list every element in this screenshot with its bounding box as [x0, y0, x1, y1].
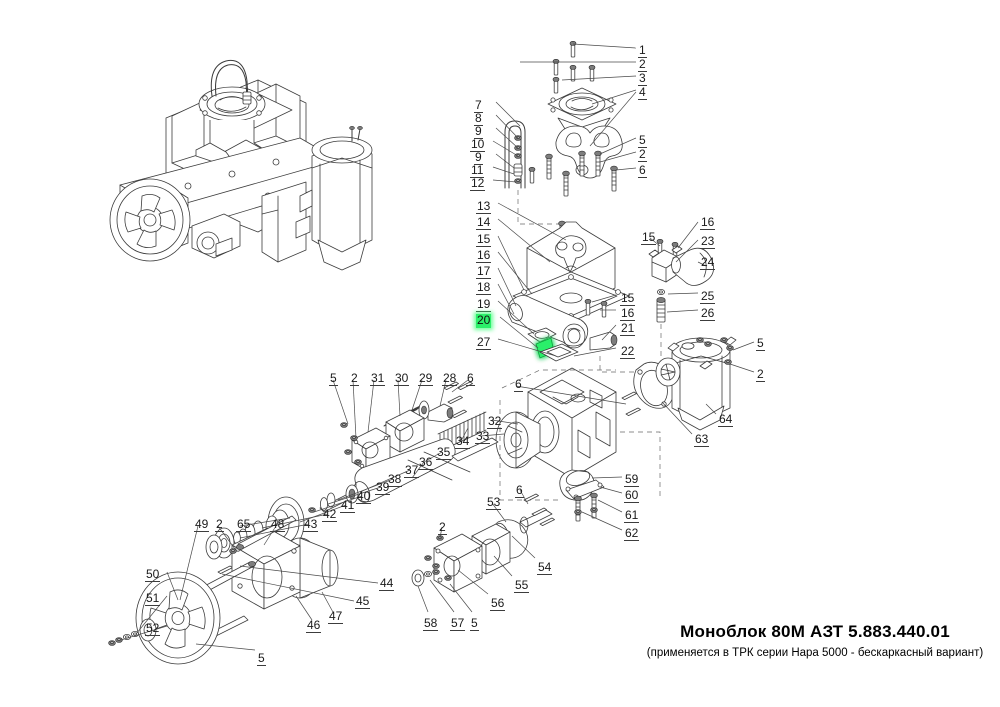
- callout-c57[interactable]: 44: [379, 576, 395, 591]
- callout-c40[interactable]: 31: [370, 371, 386, 386]
- callout-c20[interactable]: 18: [476, 280, 492, 295]
- callout-c49[interactable]: 36: [418, 455, 434, 470]
- callout-c23[interactable]: 27: [476, 335, 492, 350]
- callout-c11[interactable]: 10: [470, 137, 486, 152]
- callout-c22[interactable]: 20: [476, 313, 492, 328]
- callout-c15[interactable]: 13: [476, 199, 492, 214]
- callout-c35[interactable]: 2: [756, 367, 765, 382]
- callout-c79[interactable]: 60: [624, 488, 640, 503]
- callout-c63[interactable]: 2: [215, 517, 224, 532]
- title-block: Моноблок 80М АЗТ 5.883.440.01 (применяет…: [640, 622, 990, 659]
- callout-c76[interactable]: 57: [450, 616, 466, 631]
- callout-c55[interactable]: 42: [322, 507, 338, 522]
- callout-c5[interactable]: 5: [638, 133, 647, 148]
- pump-housing: [495, 367, 661, 522]
- callout-c8[interactable]: 7: [474, 98, 483, 113]
- callout-c80[interactable]: 61: [624, 508, 640, 523]
- callout-c28[interactable]: 15: [641, 230, 657, 245]
- bypass-valve-group: [411, 493, 555, 593]
- callout-c38[interactable]: 5: [329, 371, 338, 386]
- callout-c34[interactable]: 5: [756, 336, 765, 351]
- assembled-unit-drawing: [109, 59, 373, 271]
- callout-c19[interactable]: 17: [476, 264, 492, 279]
- callout-c26[interactable]: 21: [620, 321, 636, 336]
- callout-c12[interactable]: 9: [474, 150, 483, 165]
- callout-c30[interactable]: 23: [700, 234, 716, 249]
- callout-c67[interactable]: 52: [145, 621, 161, 636]
- callout-c31[interactable]: 24: [700, 255, 716, 270]
- callout-c53[interactable]: 40: [356, 489, 372, 504]
- callout-c7[interactable]: 6: [638, 163, 647, 178]
- callout-c44[interactable]: 6: [466, 371, 475, 386]
- callout-c17[interactable]: 15: [476, 232, 492, 247]
- callout-c59[interactable]: 46: [306, 618, 322, 633]
- callout-c56[interactable]: 43: [303, 517, 319, 532]
- callout-c70[interactable]: 53: [486, 495, 502, 510]
- callout-c43[interactable]: 28: [442, 371, 458, 386]
- solenoid-group: [648, 238, 714, 386]
- callout-c48[interactable]: 35: [436, 445, 452, 460]
- callout-c1[interactable]: 1: [638, 43, 647, 58]
- callout-c69[interactable]: 2: [438, 520, 447, 535]
- valve-body-group: [507, 220, 660, 373]
- callout-c13[interactable]: 11: [470, 163, 485, 178]
- callout-c51[interactable]: 38: [387, 472, 403, 487]
- callout-c72[interactable]: 54: [537, 560, 553, 575]
- callout-c54[interactable]: 41: [340, 498, 356, 513]
- callout-c65[interactable]: 50: [145, 567, 161, 582]
- drawing-subtitle: (применяется в ТРК серии Нара 5000 - бес…: [646, 647, 984, 659]
- callout-c37[interactable]: 63: [694, 432, 710, 447]
- callout-c41[interactable]: 30: [394, 371, 410, 386]
- callout-c2[interactable]: 2: [638, 57, 647, 72]
- callout-c75[interactable]: 58: [423, 616, 439, 631]
- callout-c68[interactable]: 5: [257, 651, 266, 666]
- callout-c14[interactable]: 12: [470, 176, 486, 191]
- callout-c24[interactable]: 15: [620, 291, 636, 306]
- callout-c47[interactable]: 34: [455, 434, 471, 449]
- callout-c61[interactable]: 48: [270, 517, 286, 532]
- callout-c66[interactable]: 51: [145, 591, 161, 606]
- callout-c60[interactable]: 47: [328, 609, 344, 624]
- callout-c74[interactable]: 56: [490, 596, 506, 611]
- callout-c42[interactable]: 29: [418, 371, 434, 386]
- callout-c64[interactable]: 49: [194, 517, 210, 532]
- motor-canister-group: [633, 336, 737, 431]
- callout-c3[interactable]: 3: [638, 71, 647, 86]
- callout-c4[interactable]: 4: [638, 85, 647, 100]
- callout-c21[interactable]: 19: [476, 297, 492, 312]
- callout-c33[interactable]: 26: [700, 306, 716, 321]
- callout-c82[interactable]: 6: [514, 377, 523, 392]
- callout-c71[interactable]: 6: [515, 483, 524, 498]
- callout-c18[interactable]: 16: [476, 248, 492, 263]
- callout-c62[interactable]: 65: [236, 517, 252, 532]
- callout-c58[interactable]: 45: [355, 594, 371, 609]
- callout-c29[interactable]: 16: [700, 215, 716, 230]
- callout-c39[interactable]: 2: [350, 371, 359, 386]
- pulley-flange-group: [108, 515, 301, 665]
- callout-c32[interactable]: 25: [700, 289, 716, 304]
- callout-c9[interactable]: 8: [474, 111, 483, 126]
- drawing-title: Моноблок 80М АЗТ 5.883.440.01: [680, 622, 950, 641]
- callout-c27[interactable]: 22: [620, 344, 636, 359]
- leader-lines: [120, 43, 755, 651]
- callout-c16[interactable]: 14: [476, 215, 492, 230]
- callout-c46[interactable]: 33: [475, 429, 491, 444]
- callout-c6[interactable]: 2: [638, 147, 647, 162]
- callout-c73[interactable]: 55: [514, 578, 530, 593]
- callout-c50[interactable]: 37: [404, 463, 420, 478]
- callout-c45[interactable]: 32: [487, 414, 503, 429]
- callout-c77[interactable]: 5: [470, 616, 479, 631]
- callout-c10[interactable]: 9: [474, 124, 483, 139]
- callout-c81[interactable]: 62: [624, 526, 640, 541]
- meter-head-group: [504, 40, 623, 225]
- callout-c78[interactable]: 59: [624, 472, 640, 487]
- callout-c36[interactable]: 64: [718, 412, 734, 427]
- callout-c52[interactable]: 39: [375, 480, 391, 495]
- callout-c25[interactable]: 16: [620, 306, 636, 321]
